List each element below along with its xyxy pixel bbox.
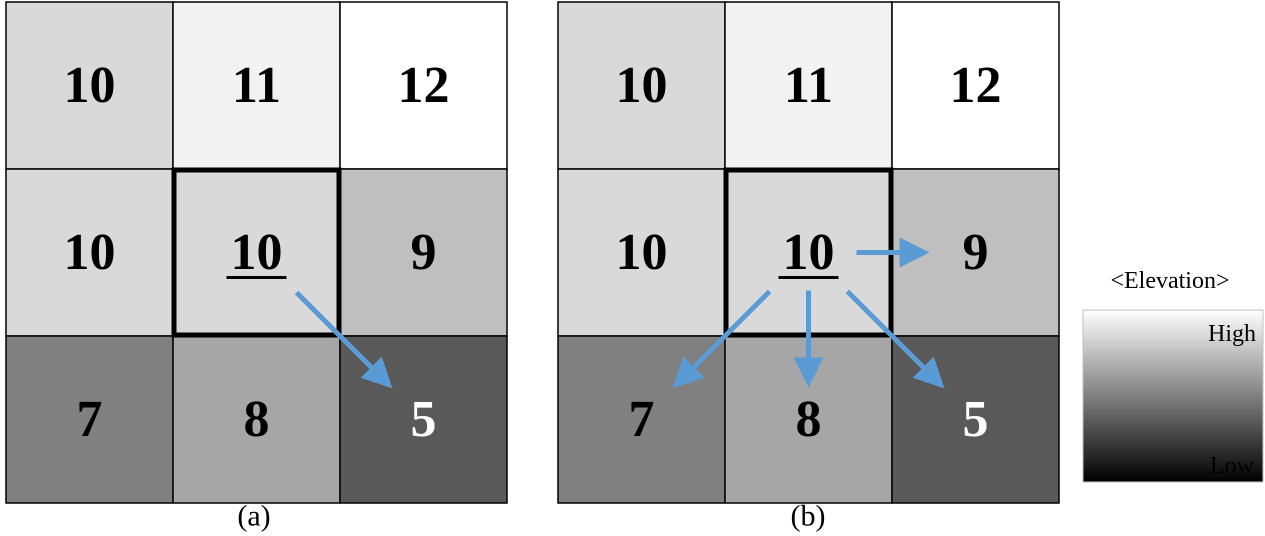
cell-value: 9 — [411, 224, 437, 281]
elevation-legend: <Elevation> High Low — [1082, 268, 1264, 483]
legend-low-label: Low — [1210, 453, 1255, 479]
grid-cell — [172, 1, 341, 170]
flow-arrow — [845, 289, 945, 389]
cell-value: 9 — [963, 224, 989, 281]
cell-value: 7 — [77, 391, 103, 448]
center-cell-outline — [171, 167, 342, 338]
grid-cell — [5, 335, 174, 504]
grid-cell — [557, 1, 726, 170]
grid-cell — [5, 1, 174, 170]
panel-b-grid: 10 11 12 10 10 9 7 8 5 — [557, 1, 1060, 504]
cell-value: 8 — [796, 391, 822, 448]
legend-high-label: High — [1208, 321, 1256, 347]
flow-arrow — [672, 289, 772, 389]
grid-cell — [339, 168, 508, 337]
center-cell-value: 10 — [231, 224, 283, 281]
cell-value: 7 — [629, 391, 655, 448]
grid-cell — [891, 1, 1060, 170]
cell-value: 10 — [616, 57, 668, 114]
grid-cell — [724, 1, 893, 170]
flow-arrow — [294, 290, 393, 389]
cell-value: 10 — [64, 224, 116, 281]
legend-title: <Elevation> — [1110, 268, 1229, 294]
cell-value: 5 — [411, 391, 437, 448]
elevation-color-ramp — [1082, 309, 1264, 483]
cell-value: 12 — [950, 57, 1002, 114]
cell-value: 8 — [244, 391, 270, 448]
grid-cell — [339, 1, 508, 170]
center-cell-value: 10 — [783, 224, 835, 281]
cell-value: 5 — [963, 391, 989, 448]
cell-value: 10 — [616, 224, 668, 281]
grid-cell — [5, 168, 174, 337]
grid-cell — [557, 168, 726, 337]
cell-value: 11 — [232, 57, 281, 114]
cell-value: 10 — [64, 57, 116, 114]
cell-value: 12 — [398, 57, 450, 114]
panel-b-caption: (b) — [791, 500, 826, 533]
panel-a-caption: (a) — [237, 500, 270, 533]
panel-a-grid: 10 11 12 10 10 9 7 8 5 — [5, 1, 508, 504]
grid-cell — [172, 335, 341, 504]
cell-value: 11 — [784, 57, 833, 114]
